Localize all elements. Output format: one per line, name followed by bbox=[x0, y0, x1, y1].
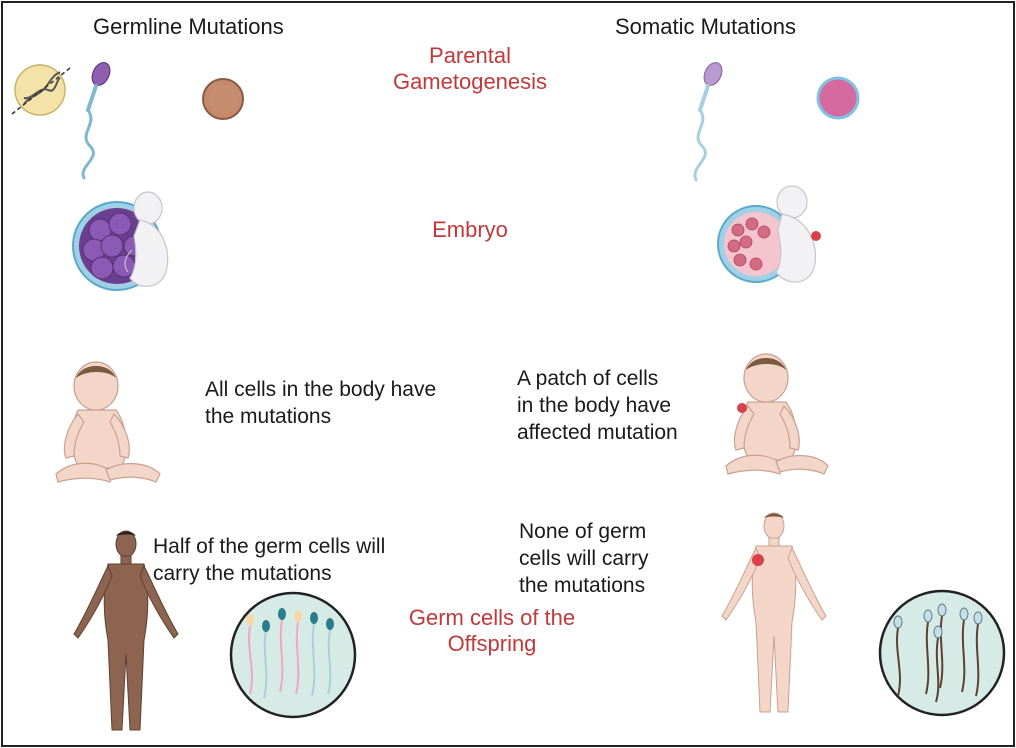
somatic-infant-icon bbox=[725, 353, 829, 475]
dna-mutation-icon bbox=[11, 64, 71, 116]
mutation-patch-icon bbox=[811, 231, 821, 241]
germline-infant-text: All cells in the body have the mutations bbox=[205, 376, 436, 430]
germline-egg-icon bbox=[202, 78, 244, 120]
somatic-germ-cells-icon bbox=[878, 589, 1006, 717]
somatic-adult-line3: the mutations bbox=[519, 574, 646, 597]
germline-header: Germline Mutations bbox=[93, 14, 284, 39]
germline-infant-line2: the mutations bbox=[205, 405, 332, 428]
germline-embryo-icon bbox=[72, 191, 169, 291]
somatic-sperm-icon bbox=[693, 62, 723, 182]
somatic-egg-icon bbox=[816, 76, 860, 120]
somatic-infant-line3: affected mutation bbox=[517, 421, 678, 444]
germline-adult-text: Half of the germ cells will carry the mu… bbox=[153, 533, 385, 587]
stage-gametogenesis-label: Parental Gametogenesis bbox=[370, 43, 570, 95]
somatic-infant-text: A patch of cells in the body have affect… bbox=[517, 365, 678, 446]
germline-adult-line1: Half of the germ cells will bbox=[153, 535, 386, 558]
germline-infant-icon bbox=[55, 361, 161, 483]
stage-offspring-line1: Germ cells of the bbox=[408, 605, 576, 630]
mutation-patch-icon bbox=[737, 403, 747, 413]
germline-germ-cells-icon bbox=[229, 591, 357, 719]
germline-infant-line1: All cells in the body have bbox=[205, 378, 437, 401]
mutation-patch-icon bbox=[752, 554, 764, 566]
somatic-infant-line2: in the body have bbox=[517, 394, 672, 417]
germline-sperm-icon bbox=[81, 62, 111, 180]
stage-embryo-label: Embryo bbox=[432, 217, 508, 242]
somatic-adult-text: None of germ cells will carry the mutati… bbox=[519, 518, 649, 599]
stage-offspring-line2: Offspring bbox=[447, 631, 537, 656]
somatic-embryo-icon bbox=[717, 185, 821, 283]
germline-adult-line2: carry the mutations bbox=[153, 562, 332, 585]
stage-gametogenesis-line1: Parental bbox=[429, 43, 511, 68]
somatic-infant-line1: A patch of cells bbox=[517, 367, 659, 390]
somatic-header: Somatic Mutations bbox=[615, 14, 796, 39]
germline-adult-icon bbox=[73, 530, 179, 731]
stage-offspring-label: Germ cells of the Offspring bbox=[392, 605, 592, 657]
somatic-adult-line1: None of germ bbox=[519, 520, 647, 543]
stage-gametogenesis-line2: Gametogenesis bbox=[392, 69, 548, 94]
somatic-adult-icon bbox=[721, 512, 827, 713]
somatic-adult-line2: cells will carry bbox=[519, 547, 649, 570]
